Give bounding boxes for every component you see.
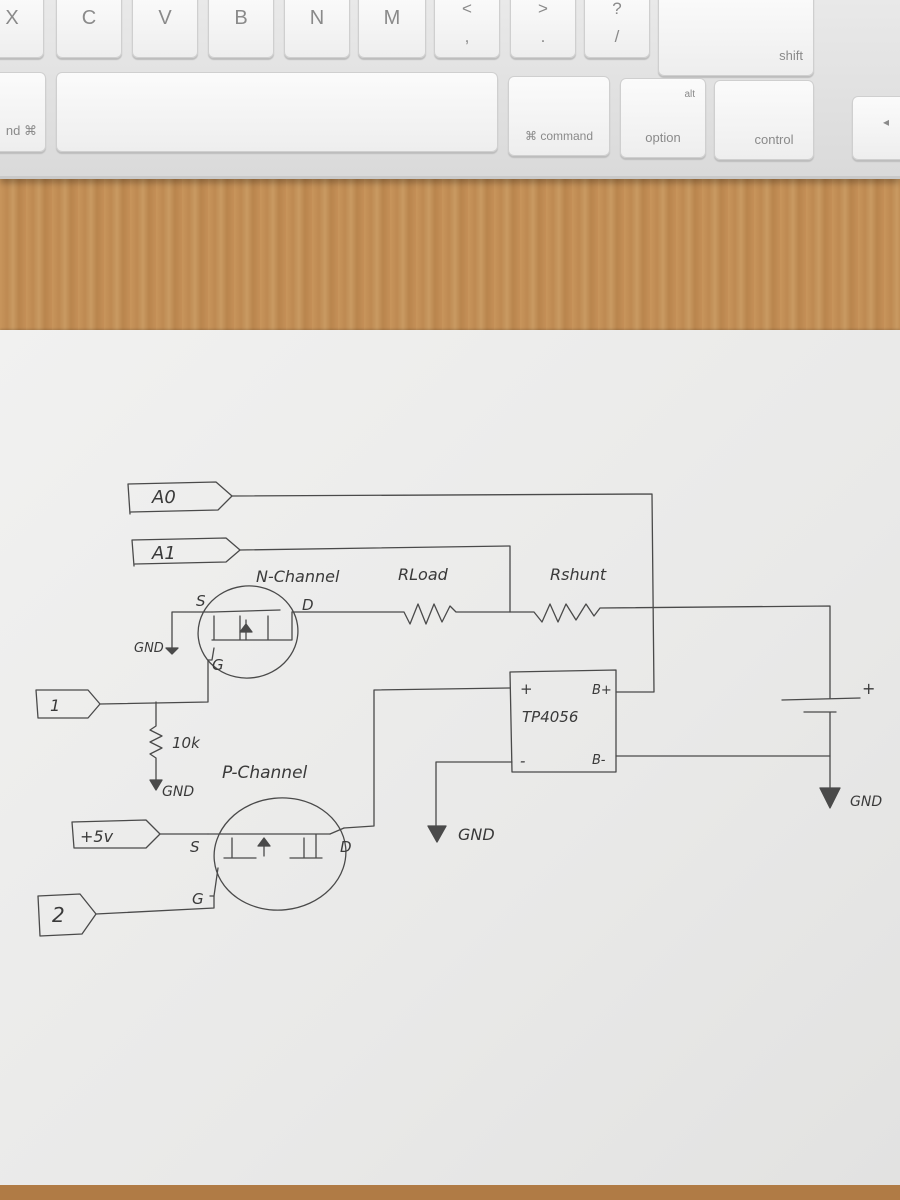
n-channel-label: N-Channel xyxy=(256,567,340,586)
key-x[interactable]: X xyxy=(0,0,44,58)
p-source-label: S xyxy=(190,838,200,856)
wire-chip-plus xyxy=(343,687,511,829)
chip-label: TP4056 xyxy=(522,708,578,726)
key-alt-label: alt xyxy=(684,89,695,100)
key-space[interactable] xyxy=(56,72,498,152)
key-label: ⌘ command xyxy=(524,129,594,143)
key-label: option xyxy=(645,130,681,145)
key-upper-label: > xyxy=(538,0,548,18)
p-channel-label: P-Channel xyxy=(222,763,308,783)
key-arrow-left[interactable]: ◂ xyxy=(852,96,900,160)
key-comma[interactable]: < , xyxy=(434,0,500,58)
key-slash[interactable]: ? / xyxy=(584,0,650,58)
resistor-10k: 10k GND xyxy=(149,701,201,800)
pin-5v-label: +5v xyxy=(80,827,114,846)
r-shunt-label: Rshunt xyxy=(550,565,607,584)
pin-1-label: 1 xyxy=(50,696,60,715)
gnd-10k-label: GND xyxy=(162,784,194,800)
key-v[interactable]: V xyxy=(132,0,198,58)
wire-a0 xyxy=(231,493,655,693)
n-gate-label: G xyxy=(212,656,224,674)
key-n[interactable]: N xyxy=(284,0,350,58)
wire-chip-bminus xyxy=(615,755,831,789)
pin-a0-label: A0 xyxy=(151,487,176,508)
gnd-chip-label: GND xyxy=(458,825,495,844)
p-drain-label: D xyxy=(340,838,352,856)
resistor-10k-label: 10k xyxy=(172,734,201,752)
gnd-symbol-battery: GND xyxy=(819,787,882,810)
chip-bminus-label: B- xyxy=(592,753,606,768)
key-label: X xyxy=(5,7,19,29)
key-label: shift xyxy=(779,48,803,63)
key-lower-label: / xyxy=(614,27,620,46)
key-b[interactable]: B xyxy=(208,0,274,58)
battery-plus-label: + xyxy=(862,679,875,698)
wire-p-drain xyxy=(329,827,345,835)
desk-edge xyxy=(0,1185,900,1200)
n-drain-label: D xyxy=(302,596,314,614)
n-channel-mosfet: N-Channel S D G GND xyxy=(134,567,340,679)
chip-minus-label: - xyxy=(520,752,525,770)
key-command-left[interactable]: nd ⌘ xyxy=(0,72,46,152)
p-channel-mosfet: P-Channel S D G xyxy=(190,763,352,911)
n-gnd-label: GND xyxy=(134,641,164,656)
key-shift[interactable]: shift xyxy=(658,0,814,76)
chip-bplus-label: B+ xyxy=(592,683,612,698)
key-upper-label: < xyxy=(462,0,472,18)
key-upper-label: ? xyxy=(612,0,622,18)
pin-a1: A1 xyxy=(131,537,241,567)
battery: + xyxy=(781,679,875,757)
key-m[interactable]: M xyxy=(358,0,426,58)
pin-a0: A0 xyxy=(127,481,233,515)
key-label: V xyxy=(158,7,172,29)
pin-2-label: 2 xyxy=(52,903,65,927)
gnd-battery-label: GND xyxy=(850,794,882,810)
key-c[interactable]: C xyxy=(56,0,122,58)
tp4056-module: TP4056 + - B+ B- xyxy=(509,669,617,773)
key-lower-label: . xyxy=(540,27,546,46)
key-label: B xyxy=(234,7,248,29)
keyboard: X C V B N M < , > . ? / shift nd ⌘ ⌘ com… xyxy=(0,0,900,179)
key-label: C xyxy=(81,7,97,29)
paper-sheet xyxy=(0,330,900,1185)
wire-input-1 xyxy=(99,659,209,705)
key-option[interactable]: alt option xyxy=(620,78,706,158)
n-source-label: S xyxy=(196,592,206,610)
p-gate-label: G xyxy=(192,890,204,908)
key-period[interactable]: > . xyxy=(510,0,576,58)
pin-input-1: 1 xyxy=(35,689,101,719)
r-load-label: RLoad xyxy=(398,565,449,584)
key-lower-label: , xyxy=(464,27,470,46)
arrow-left-icon: ◂ xyxy=(882,115,889,129)
r-load-resistor: RLoad xyxy=(291,565,511,625)
key-label: control xyxy=(754,132,794,147)
key-label: nd ⌘ xyxy=(5,123,37,138)
pin-input-2: 2 xyxy=(37,893,97,937)
r-shunt-resistor: Rshunt xyxy=(509,565,831,699)
key-label: M xyxy=(383,7,401,29)
key-control[interactable]: control xyxy=(714,80,814,160)
pin-5v: +5v xyxy=(71,819,161,849)
chip-plus-label: + xyxy=(520,680,533,698)
wire-a1 xyxy=(239,545,511,613)
pin-a1-label: A1 xyxy=(151,543,176,564)
key-label: N xyxy=(309,7,325,29)
key-command-right[interactable]: ⌘ command xyxy=(508,76,610,156)
gnd-symbol-chip: GND xyxy=(427,825,495,844)
wire-chip-minus xyxy=(435,761,513,827)
wire-input-2 xyxy=(95,895,215,915)
